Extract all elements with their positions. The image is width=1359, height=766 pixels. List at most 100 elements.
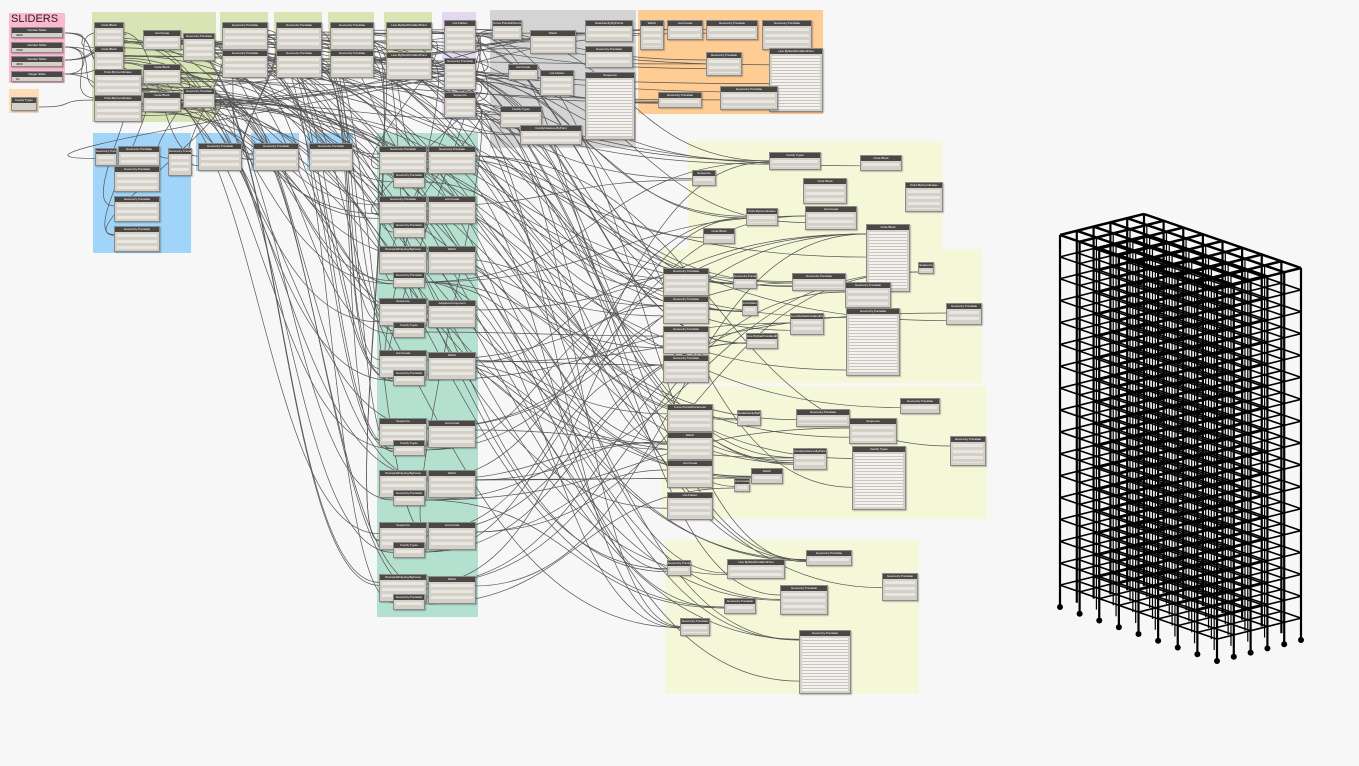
graph-node[interactable]: Geometry.Translate [706, 20, 758, 40]
graph-node[interactable]: Sequence [692, 170, 716, 186]
graph-node[interactable]: List.Create [508, 64, 538, 80]
yellow-group[interactable] [665, 540, 919, 694]
graph-node[interactable]: Geometry.Translate [780, 585, 828, 615]
graph-node[interactable]: Geometry.Translate [309, 143, 353, 171]
graph-node[interactable]: Watch [640, 20, 664, 50]
graph-node[interactable]: Geometry.Translate [222, 50, 268, 78]
graph-node[interactable]: Line.ByStartPointEndPoint [727, 559, 785, 579]
graph-node[interactable]: Family Types [393, 322, 425, 338]
graph-node[interactable]: Geometry.Translate [950, 436, 986, 466]
graph-node[interactable]: Geometry.Translate [276, 22, 322, 50]
graph-node[interactable]: Family Types [500, 106, 542, 128]
graph-node[interactable]: List.Create [428, 522, 476, 550]
graph-node[interactable]: Code Block [143, 92, 181, 112]
graph-node[interactable]: Geometry.Translate [393, 272, 425, 288]
graph-node[interactable]: Geometry.Translate [183, 88, 215, 108]
graph-node[interactable]: Geometry.Translate [276, 50, 322, 78]
graph-node[interactable]: Geometry.Translate [114, 196, 160, 222]
graph-node[interactable]: Geometry.Translate [330, 22, 374, 50]
graph-node[interactable]: Geometry.Translate [946, 303, 982, 325]
graph-node[interactable]: Geometry.Translate [393, 370, 425, 386]
graph-node[interactable]: Geometry.Translate [444, 58, 476, 90]
graph-node[interactable]: List.Create [805, 206, 857, 230]
graph-node[interactable]: Geometry.Translate [222, 22, 268, 50]
graph-node[interactable]: Geometry.Translate [667, 560, 691, 576]
graph-node[interactable]: Geometry.Translate [806, 550, 852, 566]
graph-node[interactable]: Geometry.Translate [706, 52, 742, 76]
graph-node[interactable]: Watch [751, 468, 783, 484]
graph-node[interactable]: Geometry.Translate [658, 92, 702, 108]
graph-node[interactable]: Line.ByStartPointEndPoint [790, 313, 824, 335]
graph-node[interactable]: Family Types [393, 542, 425, 558]
graph-node[interactable]: Geometry.Translate [253, 143, 299, 171]
graph-node[interactable]: NodeFamily.ByPoints [737, 410, 761, 426]
graph-node[interactable]: Watch [530, 30, 576, 54]
graph-node[interactable]: Geometry.Translate [724, 598, 756, 614]
graph-node[interactable]: Geometry.Translate [393, 490, 425, 506]
graph-node[interactable]: Sequence [379, 298, 427, 326]
graph-node[interactable]: Code Block [803, 178, 847, 204]
graph-node[interactable]: FamilyInstance.ByPoint [793, 448, 827, 470]
family-types-node[interactable]: Family Types [11, 97, 37, 111]
graph-node[interactable]: Point.ByCoordinates [94, 95, 142, 122]
graph-node[interactable]: Watch [428, 352, 476, 380]
graph-node[interactable]: Watch [428, 470, 476, 498]
graph-node[interactable]: List.Create [734, 478, 750, 492]
graph-node[interactable]: List.Create [667, 20, 703, 40]
graph-node[interactable]: Geometry.Translate [846, 308, 900, 376]
graph-node[interactable]: Code Block [866, 224, 910, 292]
graph-node[interactable]: Geometry.Translate [379, 196, 427, 224]
graph-node[interactable]: Family Types [393, 440, 425, 456]
graph-node[interactable]: Geometry.Translate [663, 326, 709, 354]
family-group[interactable]: Family Types [9, 89, 39, 113]
graph-node[interactable]: Geometry.Translate [95, 148, 117, 166]
graph-node[interactable]: Geometry.Translate [663, 268, 709, 296]
graph-node[interactable]: Code Block [143, 64, 181, 84]
graph-node[interactable]: StructuralFraming.ByCurve [379, 246, 427, 274]
graph-node[interactable]: Geometry.Translate [663, 355, 709, 383]
graph-node[interactable]: Geometry.Translate [799, 630, 851, 694]
graph-node[interactable]: List.Create [428, 196, 476, 224]
graph-node[interactable]: List.Flatten [540, 70, 574, 96]
graph-node[interactable]: Point.ByCoordinates [94, 69, 142, 96]
graph-node[interactable]: Geometry.Translate [114, 226, 160, 252]
graph-node[interactable]: Sequence [585, 72, 635, 140]
graph-node[interactable]: Geometry.Translate [393, 172, 425, 188]
graph-node[interactable]: Geometry.Translate [330, 50, 374, 78]
graph-node[interactable]: Line.ByStartPointEndPoint [746, 333, 778, 349]
graph-node[interactable]: Code Block [860, 155, 902, 171]
graph-node[interactable]: Geometry.Translate [663, 296, 709, 324]
graph-node[interactable]: Geometry.Translate [900, 398, 940, 414]
graph-node[interactable]: Line.ByStartPointEndPoint [386, 22, 432, 50]
graph-node[interactable]: Sequence [444, 92, 476, 118]
graph-node[interactable]: Geometry.Translate [168, 148, 192, 176]
graph-node[interactable]: Geometry.Translate [792, 273, 846, 291]
graph-node[interactable]: Geometry.Translate [114, 166, 160, 192]
graph-node[interactable]: Curve.PointAtParameter [667, 404, 713, 432]
graph-node[interactable]: Curve.PointAtParameter [492, 20, 522, 40]
graph-node[interactable]: Geometry.Translate [118, 146, 160, 166]
graph-node[interactable]: Family Types [769, 152, 821, 170]
graph-node[interactable]: List.Create [428, 420, 476, 448]
graph-node[interactable]: Geometry.Translate [183, 33, 215, 61]
graph-node[interactable]: Geometry.Translate [733, 273, 757, 289]
graph-node[interactable]: Code Block [703, 228, 735, 244]
graph-node[interactable]: Family Types [852, 446, 906, 510]
graph-node[interactable]: Geometry.Translate [585, 46, 633, 68]
graph-node[interactable]: List.Create [143, 30, 181, 50]
graph-node[interactable]: Geometry.Translate [720, 86, 778, 110]
graph-node[interactable]: Sequence [918, 262, 934, 274]
graph-node[interactable]: List.Flatten [742, 300, 758, 316]
graph-node[interactable]: Geometry.Translate [393, 594, 425, 610]
graph-node[interactable]: NodeFamily.ByPoints [585, 20, 633, 42]
graph-node[interactable]: Line.ByStartPointEndPoint [386, 52, 432, 80]
graph-node[interactable]: Geometry.Translate [796, 409, 850, 427]
graph-node[interactable]: Watch [428, 246, 476, 274]
graph-node[interactable]: List.Flatten [444, 20, 476, 52]
